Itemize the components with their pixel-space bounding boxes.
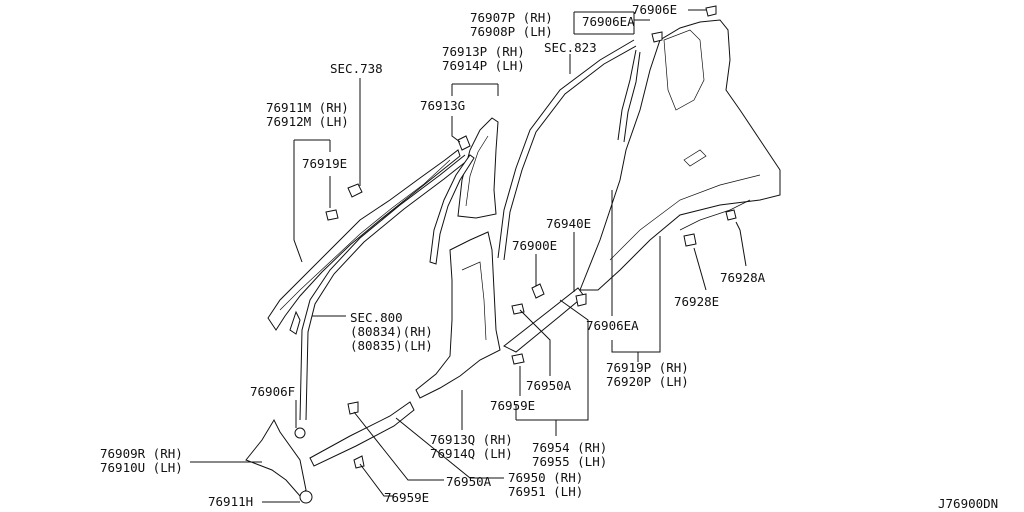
label-76911m: 76911M (RH) bbox=[266, 100, 349, 115]
label-76914q: 76914Q (LH) bbox=[430, 446, 513, 461]
label-76906f: 76906F bbox=[250, 384, 295, 399]
label-76959e-low: 76959E bbox=[384, 490, 429, 505]
label-76900e: 76900E bbox=[512, 238, 557, 253]
label-76907p: 76907P (RH) bbox=[470, 10, 553, 25]
label-76913p: 76913P (RH) bbox=[442, 44, 525, 59]
label-76909r: 76909R (RH) bbox=[100, 446, 183, 461]
label-76912m: 76912M (LH) bbox=[266, 114, 349, 129]
label-76955: 76955 (LH) bbox=[532, 454, 607, 469]
front-pillar-garnish bbox=[267, 149, 461, 335]
label-76920p: 76920P (LH) bbox=[606, 374, 689, 389]
label-76914p: 76914P (LH) bbox=[442, 58, 525, 73]
label-76911h: 76911H bbox=[208, 494, 253, 509]
label-76908p: 76908P (LH) bbox=[470, 24, 553, 39]
fasteners bbox=[294, 5, 737, 504]
clips-upper-left bbox=[325, 135, 471, 221]
label-sec800: SEC.800 bbox=[350, 310, 403, 325]
label-76910u: 76910U (LH) bbox=[100, 460, 183, 475]
label-76906ea-mid: 76906EA bbox=[586, 318, 639, 333]
label-76928a: 76928A bbox=[720, 270, 766, 285]
diagram-code: J76900DN bbox=[938, 496, 998, 511]
label-76951: 76951 (LH) bbox=[508, 484, 583, 499]
label-76954: 76954 (RH) bbox=[532, 440, 607, 455]
label-76919p: 76919P (RH) bbox=[606, 360, 689, 375]
label-76913g: 76913G bbox=[420, 98, 465, 113]
label-80834: (80834)(RH) bbox=[350, 324, 433, 339]
label-76906ea-top: 76906EA bbox=[582, 14, 635, 29]
label-76950a-low: 76950A bbox=[446, 474, 492, 489]
label-sec823: SEC.823 bbox=[544, 40, 597, 55]
label-76913q: 76913Q (RH) bbox=[430, 432, 513, 447]
label-76959e-mid: 76959E bbox=[490, 398, 535, 413]
label-76919e: 76919E bbox=[302, 156, 347, 171]
center-pillar-lower-garnish bbox=[415, 231, 501, 399]
label-76940e: 76940E bbox=[546, 216, 591, 231]
label-76950a-mid: 76950A bbox=[526, 378, 572, 393]
label-76906e: 76906E bbox=[632, 2, 677, 17]
center-pillar-upper-garnish bbox=[429, 117, 499, 265]
rear-door-weatherstrip bbox=[497, 39, 641, 261]
label-80835: (80835)(LH) bbox=[350, 338, 433, 353]
label-sec738: SEC.738 bbox=[330, 61, 383, 76]
leader-lines bbox=[190, 9, 747, 503]
label-76928e: 76928E bbox=[674, 294, 719, 309]
front-door-weatherstrip bbox=[299, 154, 469, 421]
rear-side-trim-panel bbox=[579, 19, 781, 291]
label-76950: 76950 (RH) bbox=[508, 470, 583, 485]
part-labels: 76911M (RH) 76912M (LH) SEC.738 76919E 7… bbox=[100, 2, 998, 511]
